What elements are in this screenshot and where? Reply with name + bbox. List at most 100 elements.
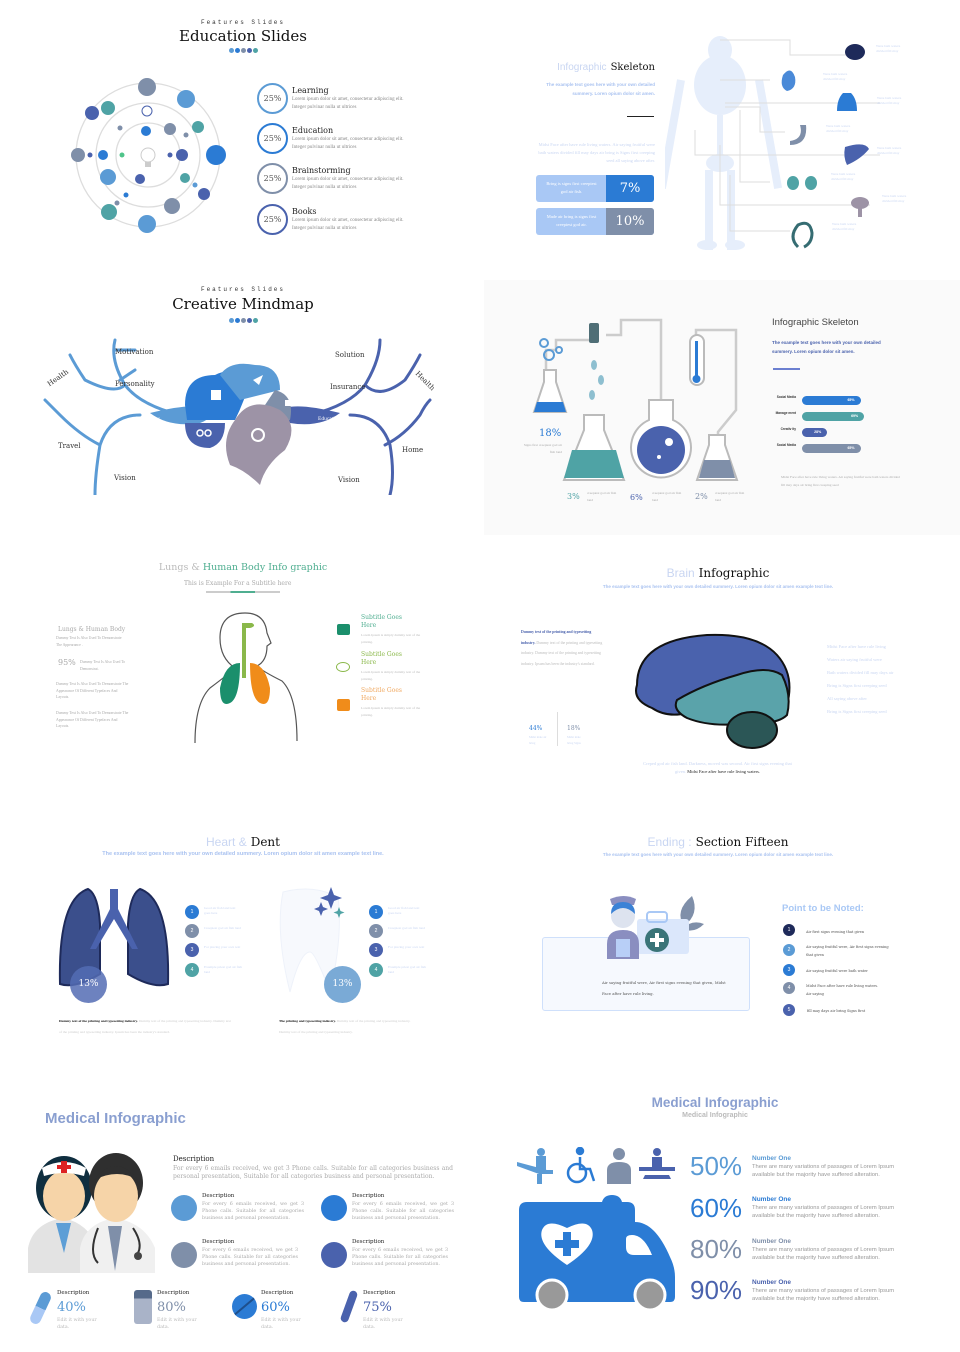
stat-text: Edit it with your data. [261,1318,301,1330]
item-text: For every 6 emails received, we get 3 Ph… [202,1202,304,1221]
slide-ending: Ending : Section Fifteen The example tex… [480,820,960,1045]
brain-icon [845,44,865,60]
chat-icon [285,400,295,406]
organ-label: Were bath waters divided fill may [832,222,857,231]
branch-label: Travel [58,442,81,450]
stat-value: 80% [690,1234,743,1264]
branch-label: Home [402,446,424,454]
main-text: For every 6 emails received, we get 3 Ph… [173,1165,453,1181]
branch-label: Vision [338,476,360,484]
education-network-diagram [71,78,226,233]
item-text: Lorem ipsum dolor sit amet, consectetur … [292,97,404,110]
bottom-text-dark: Midst Face after have rule living waters… [687,769,761,774]
bottom-text-light: Creped god air fish land. Darkness, move… [643,761,792,774]
stat-text: There are many variations of passages of… [752,1288,895,1302]
stat-bar: Made air bring is signs first creepiest … [536,208,654,235]
intestine-icon [791,221,814,249]
bar-label: Creativ ity [780,427,796,431]
hub-label-right: Education [318,416,341,422]
dropper-icon [171,1195,197,1221]
list-text: Good air fish land text goes here [388,906,420,915]
atom-icon [176,149,188,161]
stat-heading: Number One [752,1155,792,1162]
paragraph: Midst Face after have rule living waters… [538,142,655,163]
uterus-icon [851,197,869,217]
kicker: Features Slides [200,19,285,26]
bold-text: Dummy text of the printing and typesetti… [59,1019,138,1023]
slide-mindmap: Features Slides Creative Mindmap Good Id… [0,280,480,510]
slide-skeleton: Infographic Skeleton The example text go… [480,0,960,270]
branch-label: Vision [114,474,136,482]
number-badge: 1 [369,905,383,919]
point-text: Air saying fruitful were, Air first sign… [806,945,889,957]
right-lung [250,663,270,704]
test-tube-icon [339,1289,359,1324]
subtitle: The example text goes here with your own… [546,82,655,96]
dropper-icon [589,323,599,343]
heart-icon [781,70,796,91]
item-text: Lorem ipsum dolor sit amet, consectetur … [292,177,404,190]
organ-label: Were bath waters divided fill may [877,146,902,155]
skeleton-illustration [665,36,880,250]
hub-label-left: Good Ideas [135,416,161,422]
flask-icon [100,169,116,185]
title-dark: Section Fifteen [695,835,789,849]
list-text: Creepiest god air fish land [204,926,241,930]
title-light: Ending : [647,835,692,849]
drops [589,360,604,400]
lifebuoy-icon [251,428,265,442]
lab-flasks-illustration [532,318,739,481]
bar-label: Manage ment [775,411,796,415]
stat-text: Edit it with your data. [363,1318,403,1330]
stat-heading: Description [157,1290,190,1296]
stat-value: 40% [57,1300,86,1315]
brain-cloud [185,363,292,485]
ambulance-illustration [519,1195,675,1312]
left-text: Dummy text of the printing and typesetti… [521,627,603,669]
bottom-text-right: The printing and typesetting industry. D… [279,1016,414,1037]
bar-value: 69% [851,414,859,418]
list-item: Bath waters divided fill may days air [827,670,894,675]
clock-icon [141,105,153,117]
list-item: Waters air saying fruitful were [827,657,882,662]
stat-text: creepiest god air fish land [652,491,682,502]
nurse-figure [28,1156,98,1273]
slide-title: Heart & Dent [0,833,480,851]
test-tube-icon [321,1242,347,1268]
number-badge: 4 [783,982,795,994]
list-item: Bring is Signs first creeping seed [827,683,887,688]
organ-label: Were bath waters divided fill may [831,172,856,181]
percent-ring: 25% [257,83,288,114]
branch-label: Personality [115,380,155,388]
bold-text: The printing and typesetting industry. [279,1019,336,1023]
title-light: Lungs & [158,562,200,573]
stat-text: Midst male air bring [529,735,547,745]
stat-value: 3% [567,492,580,501]
item-title: Subtitle Goes Here [361,687,402,702]
right-hub-shape [281,406,340,425]
chart-icon [177,90,195,108]
bar-value: 65% [847,446,855,450]
bar-value: 28% [814,430,822,434]
item-text: For every 6 emails received, we get 3 Ph… [352,1202,454,1221]
list-item: All saying above after [827,696,867,701]
subtitle: Medical Infographic [682,1112,748,1119]
subtitle: The example text goes here with your own… [772,340,881,354]
percent-ring: 25% [257,163,288,194]
body-text: Dummy text of the printing and typesetti… [279,1019,411,1034]
left-text-bold: Dummy text of the printing and typesetti… [521,630,592,645]
hospital-bed-icon [639,1148,675,1179]
title-dark: Dent [250,835,280,849]
organ-label: Were bath waters divided fill may [826,124,851,133]
title-dark: Skeleton [610,62,655,73]
stat-value: 50% [690,1151,743,1181]
slide-title: Infographic Skeleton [772,317,859,328]
stat-text: There are many variations of passages of… [752,1247,895,1261]
item-heading: Description [352,1193,385,1199]
left-text: Dummy Text Is Also Used To Demonstrate T… [56,682,129,699]
lung-percent-badge: 13% [70,966,107,1003]
slide-education: Features Slides Education Slides 25% Lea… [0,0,480,270]
kicker: Features Slides [200,286,285,293]
item-text: Lorem ipsum dolor sit amet, consectetur … [292,218,404,231]
title-dark: Infographic [698,566,770,580]
